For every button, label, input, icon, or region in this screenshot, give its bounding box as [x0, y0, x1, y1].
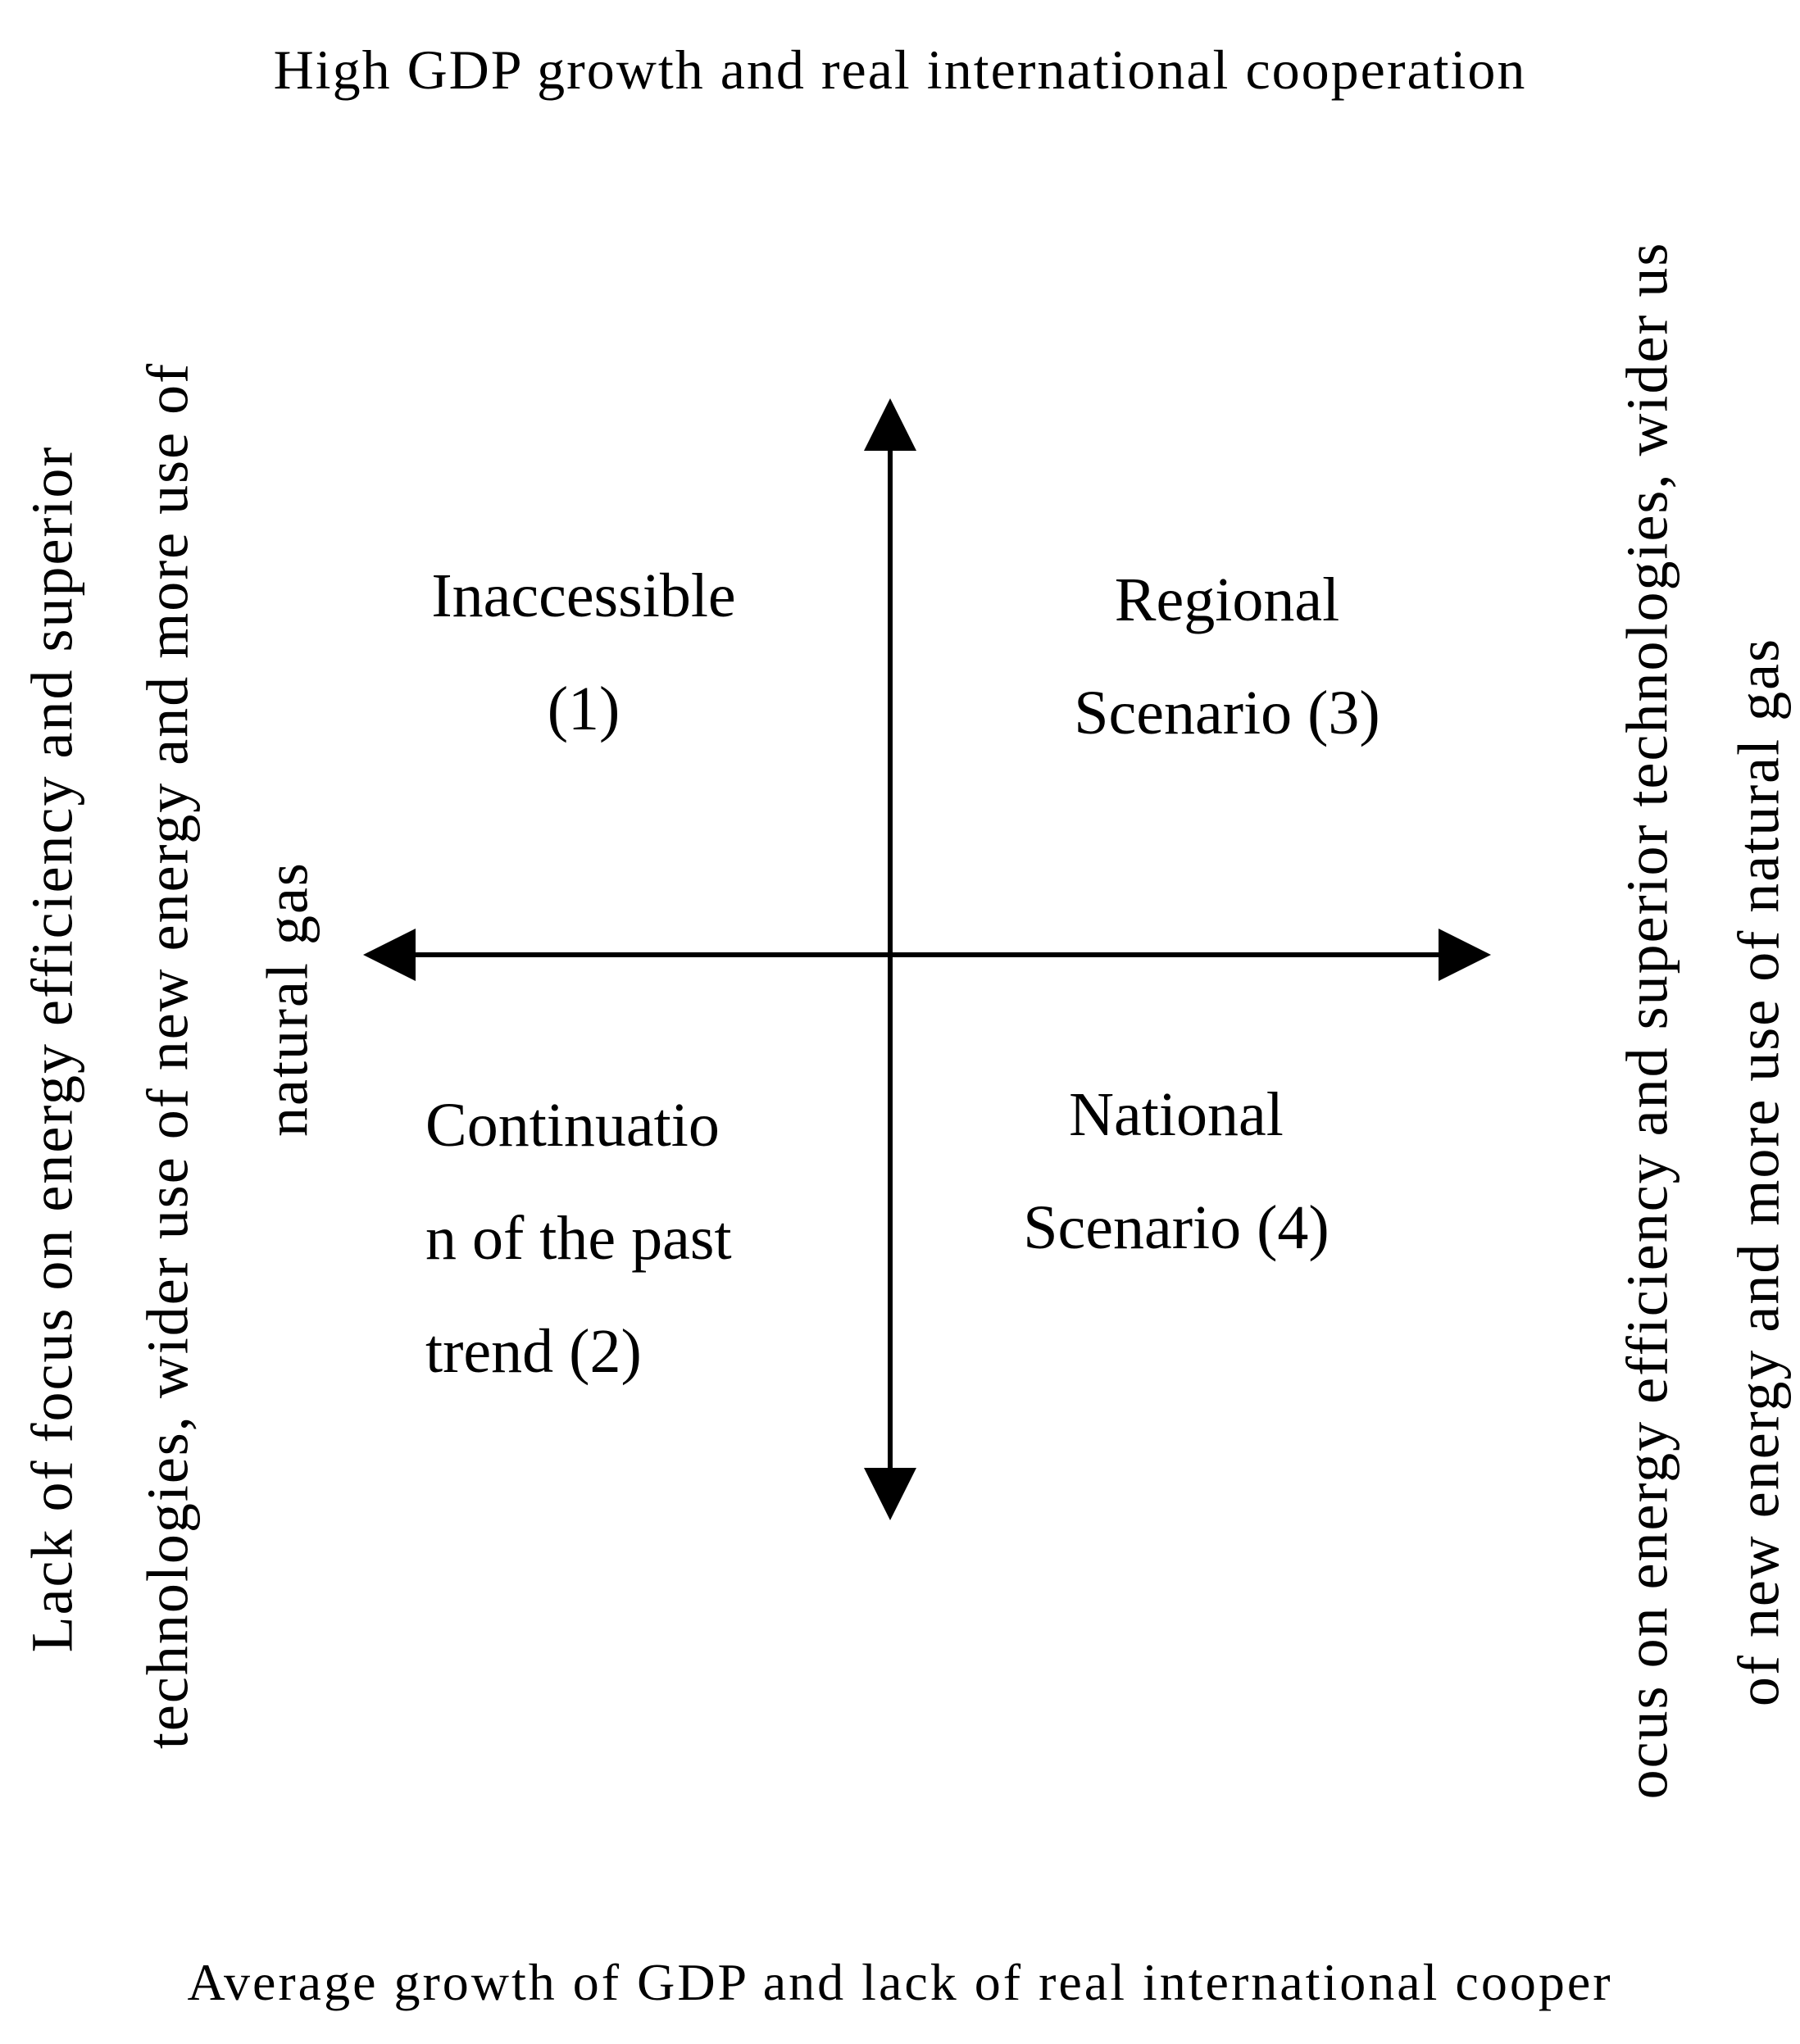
quadrant-2-label-line-3: trend (2) — [425, 1317, 642, 1386]
quadrant-4-label-line-1: National — [1069, 1080, 1284, 1149]
quadrant-bottom-right: National Scenario (4) — [889, 1058, 1463, 1284]
arrow-right-icon — [1439, 929, 1491, 981]
quadrant-top-right: Regional Scenario (3) — [940, 543, 1514, 770]
bottom-axis-caption: Average growth of GDP and lack of real i… — [187, 1953, 1613, 2011]
quadrant-bottom-left: Continuatio n of the past trend (2) — [425, 1069, 901, 1408]
top-axis-caption: High GDP growth and real international c… — [273, 39, 1527, 101]
quadrant-3-label-line-1: Regional — [1114, 566, 1340, 634]
quadrant-3-label-line-2: Scenario (3) — [1074, 679, 1380, 747]
arrow-up-icon — [864, 398, 916, 451]
quadrant-2-label-line-2: n of the past — [425, 1204, 732, 1273]
arrow-down-icon — [864, 1468, 916, 1520]
arrow-left-icon — [363, 929, 416, 981]
quadrant-4-label-line-2: Scenario (4) — [1023, 1193, 1330, 1262]
quadrant-2-label-line-1: Continuatio — [425, 1091, 720, 1160]
quadrant-1-label-line-1: Inaccessible — [431, 561, 736, 630]
quadrant-top-left: Inaccessible (1) — [297, 539, 870, 765]
quadrant-1-label-line-2: (1) — [547, 675, 620, 743]
